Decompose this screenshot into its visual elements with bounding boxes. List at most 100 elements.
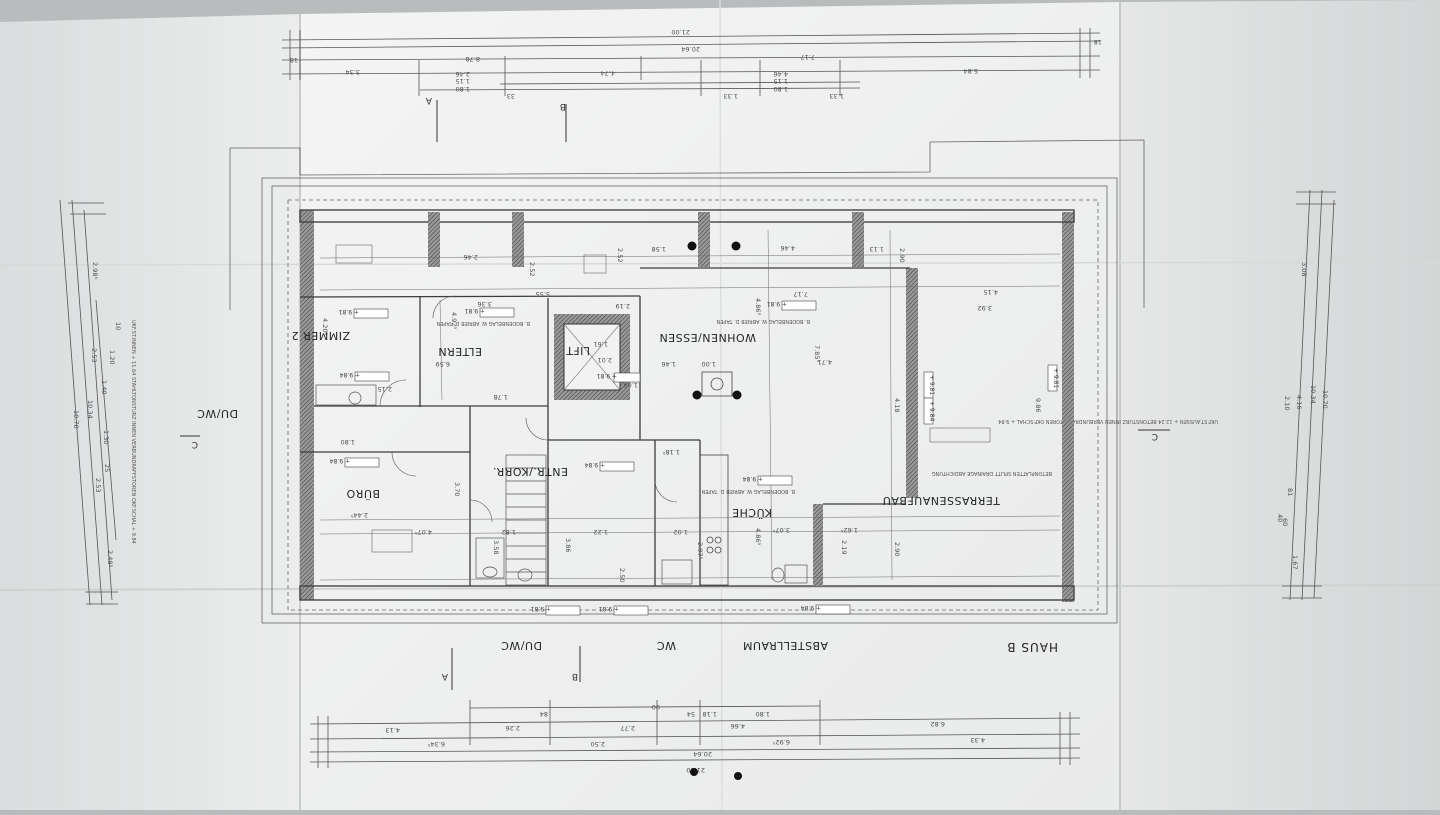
dim-33: 33 bbox=[507, 92, 515, 100]
svg-text:+ 9.81: + 9.81 bbox=[597, 372, 617, 379]
svg-text:+ 9.81: + 9.81 bbox=[531, 605, 551, 612]
right-dimension-labels: 10.70 10.34 3.08 4.16 2.10 1.67 81 60 40 bbox=[1276, 262, 1329, 569]
dim-edge-right-top: 18 bbox=[1094, 38, 1102, 46]
dim-413: 4.13 bbox=[386, 726, 400, 734]
lift-shaft bbox=[554, 314, 630, 400]
svg-text:+ 9.84: + 9.84 bbox=[928, 401, 935, 421]
bottom-dimension-chains bbox=[309, 700, 1081, 768]
dim-right-167: 1.67 bbox=[1291, 555, 1299, 569]
dim-left-130: 1.30 bbox=[102, 430, 110, 444]
dim-i-486: 4.86⁵ bbox=[754, 298, 762, 315]
dim-i-158: 1.58 bbox=[652, 245, 666, 253]
dim-226: 2.26 bbox=[506, 724, 520, 732]
dim-i-492: 4.92⁵ bbox=[450, 312, 458, 329]
dim-i-297: 2.97⁵ bbox=[696, 542, 704, 559]
dim-i-180: 1.80 bbox=[341, 438, 355, 446]
dim-180b: 1.80 bbox=[774, 85, 788, 93]
room-zimmer2: ZIMMER 2 bbox=[291, 329, 350, 342]
dim-i-162: 1.62⁵ bbox=[841, 526, 858, 534]
room-terrasse: TERRASSENAUFBAU bbox=[882, 494, 1001, 507]
dim-584: 5.84 bbox=[964, 67, 978, 75]
dim-left-253b: 2.53 bbox=[94, 478, 102, 492]
level-tag: + 9.81 bbox=[531, 605, 581, 616]
dim-i-122: 1.22 bbox=[594, 528, 608, 536]
dim-878: 8.78 bbox=[466, 55, 480, 63]
dim-i-178: 1.78 bbox=[494, 393, 508, 401]
dim-edge-left-top: 18 bbox=[290, 56, 298, 64]
svg-text:+ 9.84: + 9.84 bbox=[743, 475, 763, 482]
dim-i-418: 4.18 bbox=[893, 398, 901, 412]
roof-outline bbox=[229, 139, 1145, 624]
dim-i-407: 4.07⁵ bbox=[415, 528, 432, 536]
left-notes: UKF.ST.INNEN + 11.64 STAHLTONSTURZ INNEN… bbox=[130, 320, 136, 544]
dim-i-290a: 2.90 bbox=[898, 248, 906, 262]
dim-i-446: 4.46 bbox=[781, 244, 795, 252]
svg-text:+ 9.81: + 9.81 bbox=[928, 375, 935, 395]
section-a-bottom: A bbox=[441, 671, 448, 681]
dim-i-252a: 2.52 bbox=[528, 262, 536, 276]
dim-i-358: 3.58 bbox=[492, 540, 500, 554]
dim-246: 2.46 bbox=[456, 70, 470, 78]
dim-i-215: 2.15 bbox=[378, 385, 392, 393]
room-kuche: KÜCHE bbox=[732, 506, 772, 519]
dim-i-161: 1.61 bbox=[594, 340, 608, 348]
room-notes: B. BODENBELAG W. ABRIEB D. TAPEN B. BODE… bbox=[436, 318, 1052, 494]
dim-right-416: 4.16 bbox=[1295, 395, 1303, 409]
dim-446: 4.46 bbox=[774, 70, 788, 78]
dim-i-420: 4.20⁵ bbox=[321, 318, 329, 335]
room-wc: WC bbox=[656, 639, 676, 652]
section-c-right: C bbox=[1152, 431, 1158, 441]
level-tag: + 9.81 bbox=[923, 371, 935, 399]
room-entr-korr: ENTR./KORR. bbox=[492, 465, 568, 478]
svg-text:+ 9.81: + 9.81 bbox=[599, 605, 619, 612]
level-tag: + 9.81 bbox=[597, 372, 641, 383]
level-tag: + 9.84 bbox=[585, 461, 635, 472]
dim-right-210: 2.10 bbox=[1283, 396, 1291, 410]
dim-118: 1.18 bbox=[703, 710, 717, 718]
dim-right-308: 3.08 bbox=[1300, 262, 1308, 276]
dim-717: 7.17 bbox=[801, 53, 815, 61]
dim-90: 90 bbox=[652, 703, 660, 711]
dim-682: 6.82 bbox=[931, 720, 945, 728]
kitchen-counter bbox=[699, 371, 733, 586]
dim-i-102: 1.02 bbox=[674, 528, 688, 536]
note-wohnen: B. BODENBELAG W. ABRIEB D. TAPEN bbox=[716, 318, 810, 324]
dim-i-219b: 2.19 bbox=[840, 540, 848, 554]
dim-i-986: 9.86 bbox=[1034, 398, 1042, 412]
interior-walls bbox=[299, 267, 910, 586]
svg-text:+ 9.84: + 9.84 bbox=[330, 457, 350, 464]
right-dimension-chains bbox=[1282, 189, 1336, 601]
level-tag: + 9.84 bbox=[340, 371, 390, 382]
dim-133a: 1.33 bbox=[724, 92, 738, 100]
dim-left-298: 2.98⁵ bbox=[91, 262, 99, 279]
level-tag: + 9.81 bbox=[1047, 364, 1059, 392]
section-a-top: A bbox=[425, 95, 432, 105]
top-dimension-labels: 21.00 20.64 18 18 8.78 7.17 3.34 4.74 5.… bbox=[290, 28, 1102, 100]
dim-overall-top: 21.00 bbox=[671, 28, 690, 36]
note-eltern: B. BODENBELAG W. ABRIEB D. TAPEN bbox=[436, 320, 530, 326]
dim-133b: 1.33 bbox=[830, 92, 844, 100]
dim-i-219a: 2.19 bbox=[616, 302, 630, 310]
furniture-marks bbox=[335, 244, 991, 553]
section-c-left: C bbox=[192, 439, 198, 449]
dim-left-253a: 2.53 bbox=[90, 348, 98, 362]
dim-i-113: 1.13 bbox=[870, 245, 884, 253]
level-tag: + 9.81 bbox=[465, 307, 515, 318]
level-tag: + 9.81 bbox=[339, 308, 389, 319]
svg-text:+ 9.81: + 9.81 bbox=[767, 300, 787, 307]
dim-180-bottom: 1.80 bbox=[756, 710, 770, 718]
level-tag: + 9.81 bbox=[599, 605, 649, 616]
level-tags: + 9.81 + 9.84 + 9.81 + 9.84 + 9.81 + 9.8… bbox=[330, 300, 1059, 616]
svg-text:+ 9.84: + 9.84 bbox=[340, 371, 360, 378]
sanitary-fixtures bbox=[315, 384, 808, 585]
dim-i-146: 1.46 bbox=[662, 360, 676, 368]
dim-277: 2.77 bbox=[621, 724, 635, 732]
dim-i-785: 7.85⁵ bbox=[813, 345, 821, 362]
column-markers bbox=[687, 241, 742, 780]
inner-dimension-labels: 2.46 2.52 2.52 1.58 4.46 1.13 2.90 4.15 … bbox=[321, 244, 1042, 582]
dim-left-140: 1.40 bbox=[100, 380, 108, 394]
dim-466: 4.66 bbox=[731, 722, 745, 730]
dim-i-307: 3.07⁵ bbox=[773, 526, 790, 534]
inner-dimension-lines bbox=[319, 229, 1061, 581]
